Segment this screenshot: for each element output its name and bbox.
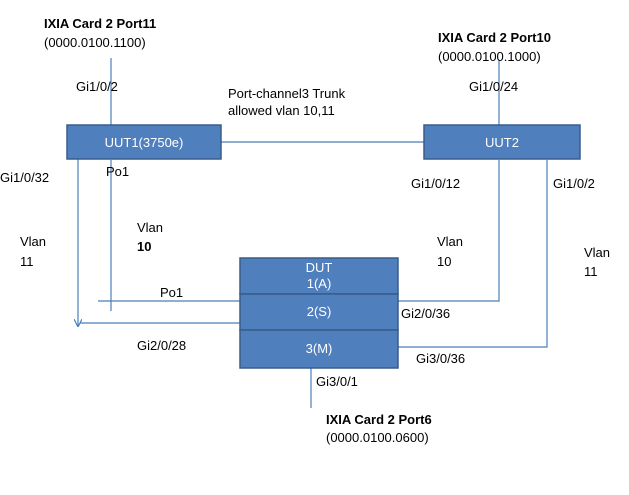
vlan11-right-label-b: 11 <box>584 264 598 279</box>
vlan10-right-label-a: Vlan <box>437 234 463 249</box>
trunk-label-line1: Port-channel3 Trunk <box>228 86 346 101</box>
vlan10-left-label-a: Vlan <box>137 220 163 235</box>
uut2-gi1-0-2-label: Gi1/0/2 <box>553 176 595 191</box>
ixia-port10-mac: (0000.0100.1000) <box>438 49 541 64</box>
ixia-port11-name: IXIA Card 2 Port11 <box>44 16 156 31</box>
uut2-label: UUT2 <box>485 135 519 150</box>
ixia-port11-mac: (0000.0100.1100) <box>44 35 146 50</box>
dut-po1-label: Po1 <box>160 285 183 300</box>
uut1-po1-label: Po1 <box>106 164 129 179</box>
dut-gi3-0-1-label: Gi3/0/1 <box>316 374 358 389</box>
uut2-box: UUT2 <box>423 124 581 160</box>
dut-section-3-label: 3(M) <box>306 341 333 356</box>
dut-section-2-label: 2(S) <box>307 304 332 319</box>
link-uut2-gi1-0-2-dut <box>398 160 548 348</box>
ixia-port6-name: IXIA Card 2 Port6 <box>326 412 432 427</box>
uut1-label: UUT1(3750e) <box>105 135 184 150</box>
dut-section-2 <box>239 293 399 331</box>
vlan11-right-label-a: Vlan <box>584 245 610 260</box>
dut-title: DUT <box>306 260 333 275</box>
uut2-gi1-0-12-label: Gi1/0/12 <box>411 176 460 191</box>
uut1-box: UUT1(3750e) <box>66 124 222 160</box>
dut-stack: DUT 1(A) 2(S) 3(M) <box>239 257 399 369</box>
uut1-gi1-0-32-label: Gi1/0/32 <box>0 170 49 185</box>
ixia-port6-mac: (0000.0100.0600) <box>326 430 429 445</box>
dut-section-3 <box>239 329 399 369</box>
vlan11-left-label-a: Vlan <box>20 234 46 249</box>
vlan11-left-label-b: 11 <box>20 254 34 269</box>
vlan10-left-label-b: 10 <box>137 239 151 254</box>
ixia-port10-name: IXIA Card 2 Port10 <box>438 30 551 45</box>
uut1-ixia-port-label: Gi1/0/2 <box>76 79 118 94</box>
dut-gi2-0-36-label: Gi2/0/36 <box>401 306 450 321</box>
trunk-label-line2: allowed vlan 10,11 <box>228 103 335 118</box>
dut-gi2-0-28-label: Gi2/0/28 <box>137 338 186 353</box>
link-uut2-gi1-0-12-dut <box>398 160 500 302</box>
dut-gi3-0-36-label: Gi3/0/36 <box>416 351 465 366</box>
vlan10-right-label-b: 10 <box>437 254 451 269</box>
uut2-ixia-port-label: Gi1/0/24 <box>469 79 518 94</box>
dut-section-1-label: 1(A) <box>307 276 332 291</box>
